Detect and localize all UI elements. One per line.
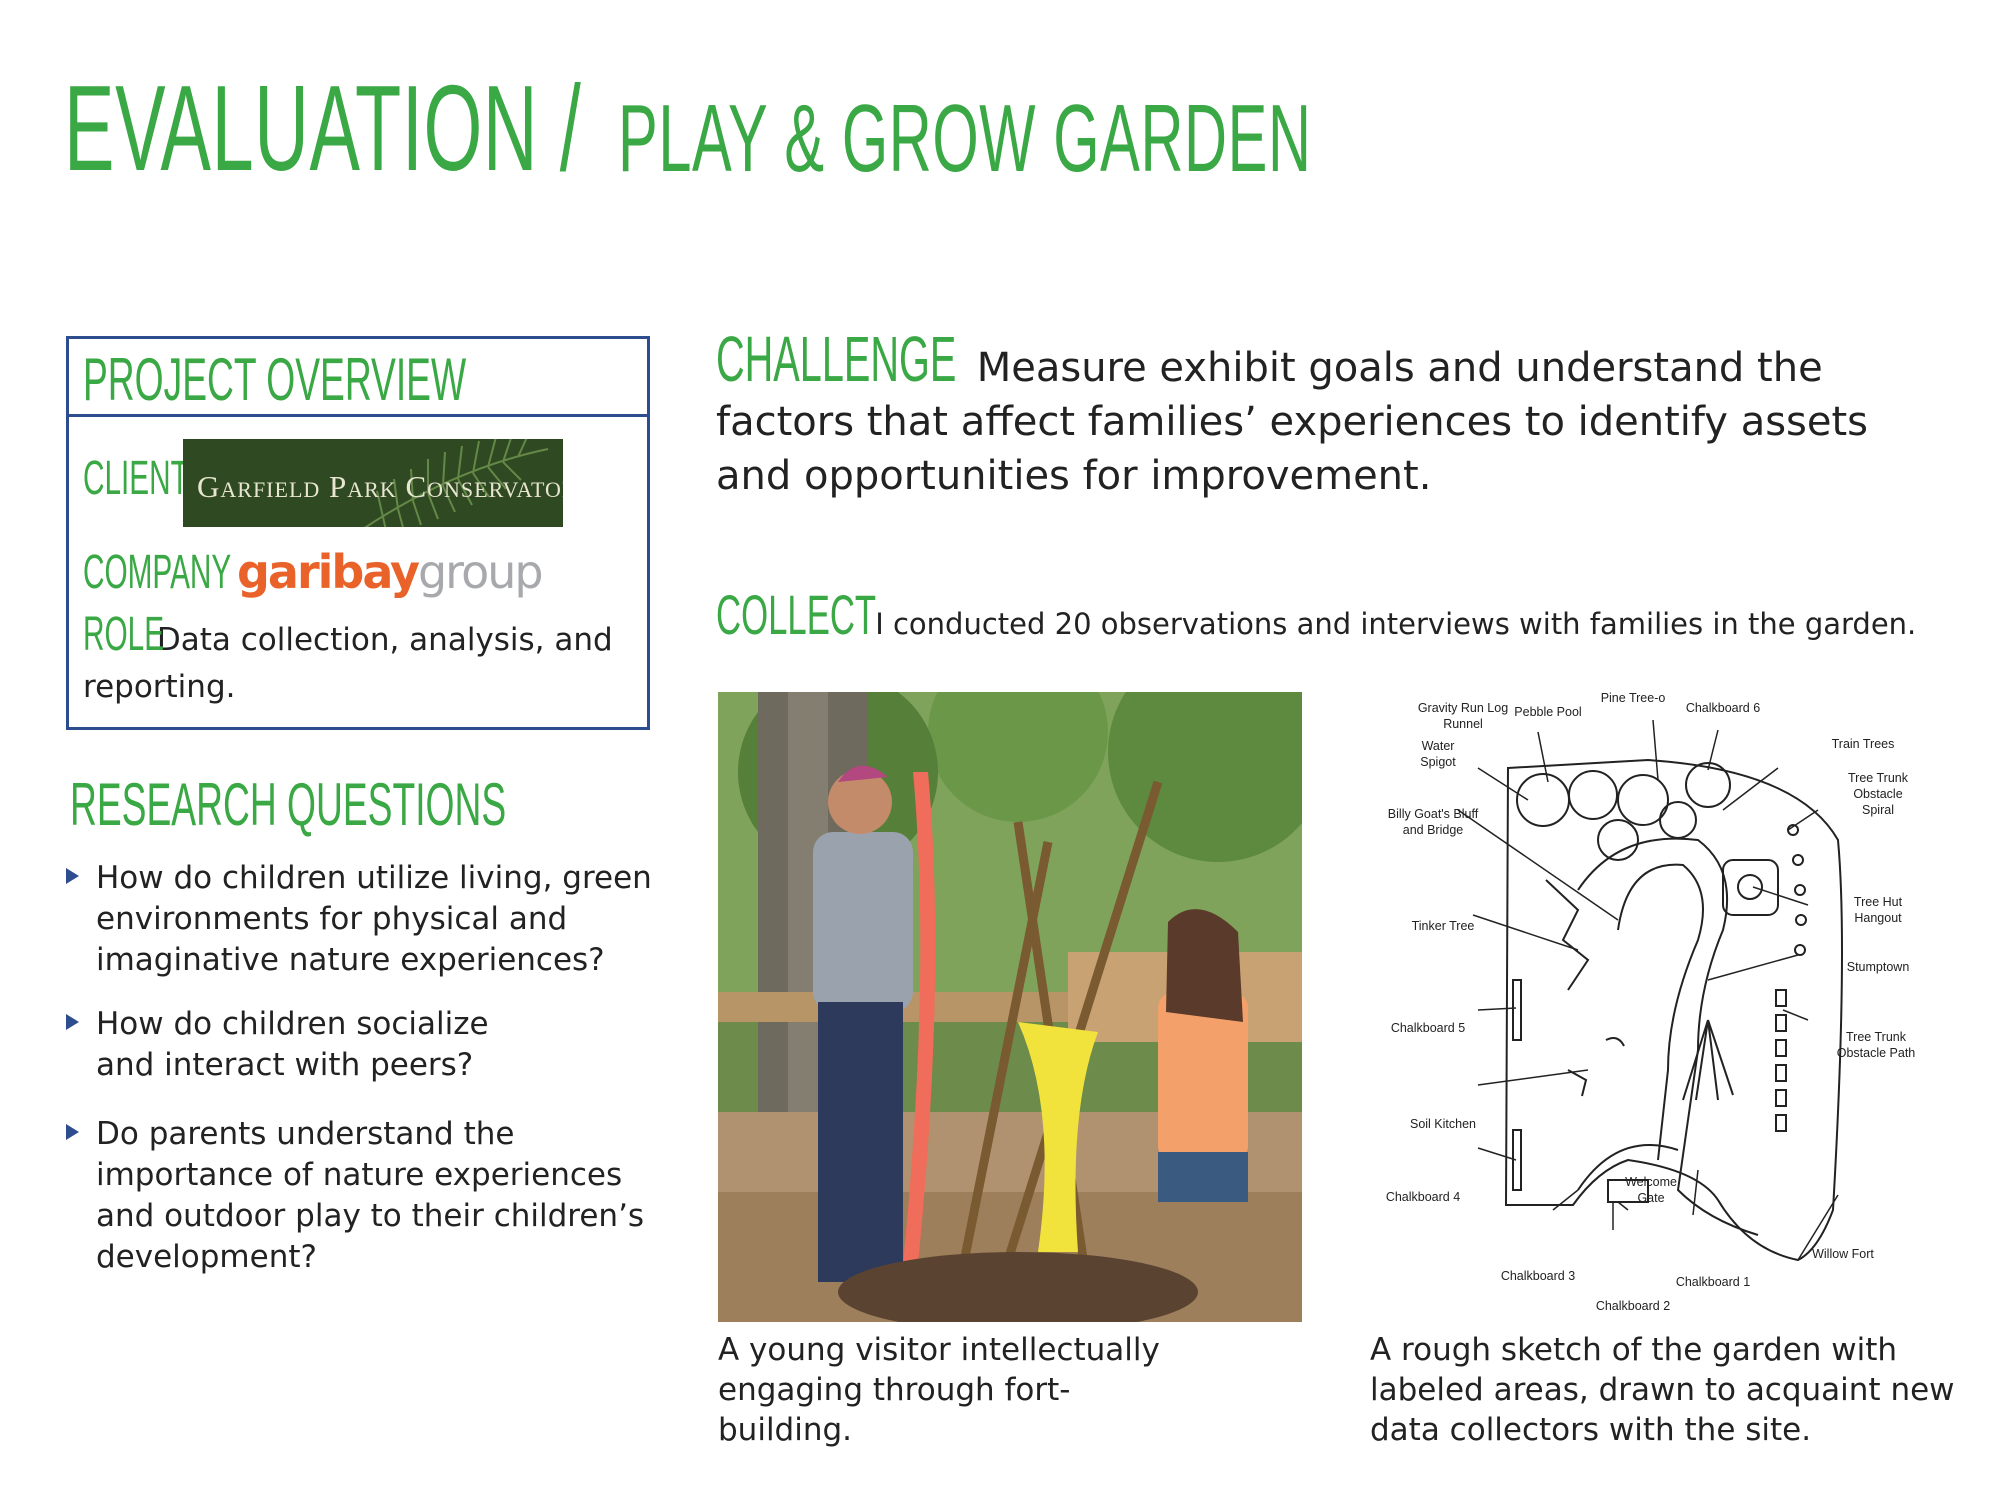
label-chalkboard-4: Chalkboard 4 <box>1386 1190 1460 1204</box>
svg-text:Spigot: Spigot <box>1420 755 1456 769</box>
triangle-bullet-icon <box>66 868 79 884</box>
project-overview-header: PROJECT OVERVIEW <box>69 339 647 417</box>
challenge-text: Measure exhibit goals and understand the… <box>716 345 1869 499</box>
label-chalkboard-5: Chalkboard 5 <box>1391 1021 1465 1035</box>
svg-text:Spiral: Spiral <box>1862 803 1894 817</box>
label-tree-trunk-spiral: Tree Trunk <box>1848 771 1909 785</box>
role-label: ROLE <box>83 608 165 661</box>
label-stumptown: Stumptown <box>1847 960 1910 974</box>
garden-sketch-map: Gravity Run Log Runnel Pebble Pool Pine … <box>1378 690 1938 1322</box>
label-chalkboard-1: Chalkboard 1 <box>1676 1275 1750 1289</box>
label-tree-trunk-path: Tree Trunk <box>1846 1030 1907 1044</box>
svg-text:Runnel: Runnel <box>1443 717 1483 731</box>
client-label: CLIENT <box>83 452 189 505</box>
research-questions-heading: RESEARCH QUESTIONS <box>70 771 507 838</box>
label-willow-fort: Willow Fort <box>1812 1247 1874 1261</box>
photo-illustration <box>718 692 1302 1322</box>
label-soil-kitchen: Soil Kitchen <box>1410 1117 1476 1131</box>
label-chalkboard-6: Chalkboard 6 <box>1686 701 1760 715</box>
svg-text:Obstacle Path: Obstacle Path <box>1837 1046 1916 1060</box>
label-chalkboard-3: Chalkboard 3 <box>1501 1269 1575 1283</box>
garden-sketch-illustration: Gravity Run Log Runnel Pebble Pool Pine … <box>1386 691 1916 1313</box>
challenge-heading: CHALLENGE <box>716 323 957 395</box>
label-tree-hut: Tree Hut <box>1854 895 1903 909</box>
client-logo-text: Garfield Park Conservatory <box>197 469 563 504</box>
garibay-group-logo: garibaygroup <box>237 545 544 599</box>
label-welcome-gate: Welcome <box>1625 1175 1677 1189</box>
label-gravity-run: Gravity Run Log <box>1418 701 1508 715</box>
svg-text:Gate: Gate <box>1637 1191 1664 1205</box>
triangle-bullet-icon <box>66 1014 79 1030</box>
sketch-caption: A rough sketch of the garden with labele… <box>1370 1332 1955 1448</box>
label-pebble-pool: Pebble Pool <box>1514 705 1581 719</box>
svg-text:Obstacle: Obstacle <box>1853 787 1902 801</box>
label-pine-tree: Pine Tree-o <box>1601 691 1666 705</box>
company-label: COMPANY <box>83 546 232 599</box>
label-chalkboard-2: Chalkboard 2 <box>1596 1299 1670 1313</box>
project-overview-box: PROJECT OVERVIEW CLIENT Garfield Park Co… <box>66 336 650 730</box>
research-question: How do children utilize living, green en… <box>66 858 666 981</box>
fort-building-photo <box>718 692 1302 1322</box>
research-question: How do children socialize and interact w… <box>66 1004 666 1086</box>
page-title-main: EVALUATION / <box>64 60 582 196</box>
project-overview-heading: PROJECT OVERVIEW <box>83 346 467 413</box>
svg-text:and Bridge: and Bridge <box>1403 823 1464 837</box>
role-block: ROLE Data collection, analysis, and repo… <box>83 611 623 711</box>
collect-text: I conducted 20 observations and intervie… <box>875 607 1917 641</box>
photo-caption: A young visitor intellectually engaging … <box>718 1332 1160 1448</box>
collect-section: COLLECT I conducted 20 observations and … <box>716 582 1976 647</box>
research-question: Do parents understand the importance of … <box>66 1114 666 1278</box>
label-billy-goat: Billy Goat's Bluff <box>1388 807 1479 821</box>
label-tinker-tree: Tinker Tree <box>1412 919 1475 933</box>
label-water-spigot: Water <box>1422 739 1455 753</box>
fern-icon <box>364 439 549 527</box>
collect-heading: COLLECT <box>716 583 877 646</box>
label-train-trees: Train Trees <box>1832 737 1895 751</box>
svg-text:Hangout: Hangout <box>1854 911 1902 925</box>
role-text: Data collection, analysis, and reporting… <box>83 622 613 705</box>
page-subtitle: PLAY & GROW GARDEN <box>618 85 1312 192</box>
triangle-bullet-icon <box>66 1124 79 1140</box>
challenge-section: CHALLENGE Measure exhibit goals and unde… <box>716 323 1946 503</box>
page-title: EVALUATION / <box>64 58 899 198</box>
garfield-park-conservatory-logo: Garfield Park Conservatory <box>183 439 563 527</box>
